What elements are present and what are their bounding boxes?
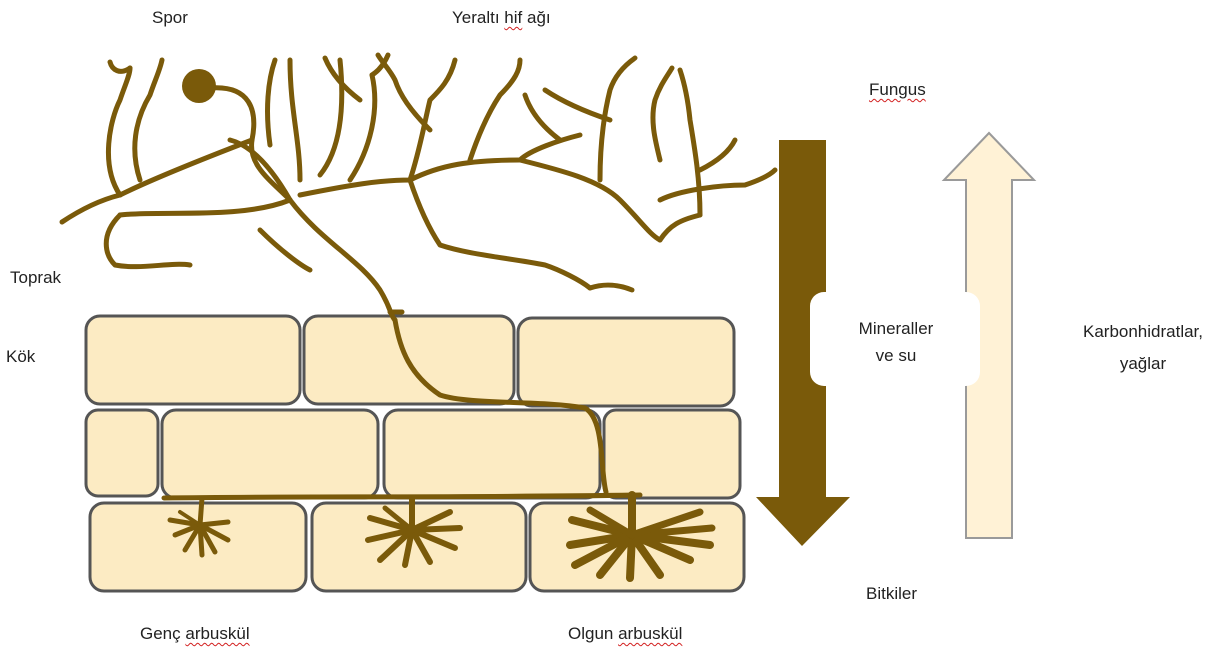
fungus-label: Fungus [869, 80, 926, 100]
root-cell [162, 410, 378, 498]
minerals-label-line1: Mineraller [834, 315, 958, 342]
root-cell [86, 410, 158, 496]
hyphal-network-suffix: ağı [522, 8, 550, 27]
spore-label: Spor [152, 8, 188, 28]
carbohydrates-label: Karbonhidratlar, yağlar [1058, 316, 1228, 380]
mature-arbuscule-word: arbuskül [618, 624, 682, 643]
young-arbuscule-label: Genç arbuskül [140, 624, 250, 644]
carbohydrates-label-line2: yağlar [1058, 348, 1228, 380]
minerals-label-line2: ve su [834, 342, 958, 369]
mature-arbuscule-label: Olgun arbuskül [568, 624, 682, 644]
young-arbuscule-prefix: Genç [140, 624, 185, 643]
plants-label: Bitkiler [866, 584, 917, 604]
root-cell [86, 316, 300, 404]
root-cell [90, 503, 306, 591]
carbohydrates-label-line1: Karbonhidratlar, [1058, 316, 1228, 348]
minerals-label: Mineraller ve su [834, 315, 958, 369]
soil-label: Toprak [10, 268, 61, 288]
root-label: Kök [6, 347, 35, 367]
hyphal-network-label: Yeraltı hif ağı [452, 8, 551, 28]
root-cell [384, 410, 600, 498]
root-cell [518, 318, 734, 406]
spore-body [182, 69, 216, 103]
young-arbuscule-word: arbuskül [185, 624, 249, 643]
hyphal-network-prefix: Yeraltı [452, 8, 504, 27]
hyphal-network-word: hif [504, 8, 522, 27]
root-cell [604, 410, 740, 498]
mature-arbuscule-prefix: Olgun [568, 624, 618, 643]
